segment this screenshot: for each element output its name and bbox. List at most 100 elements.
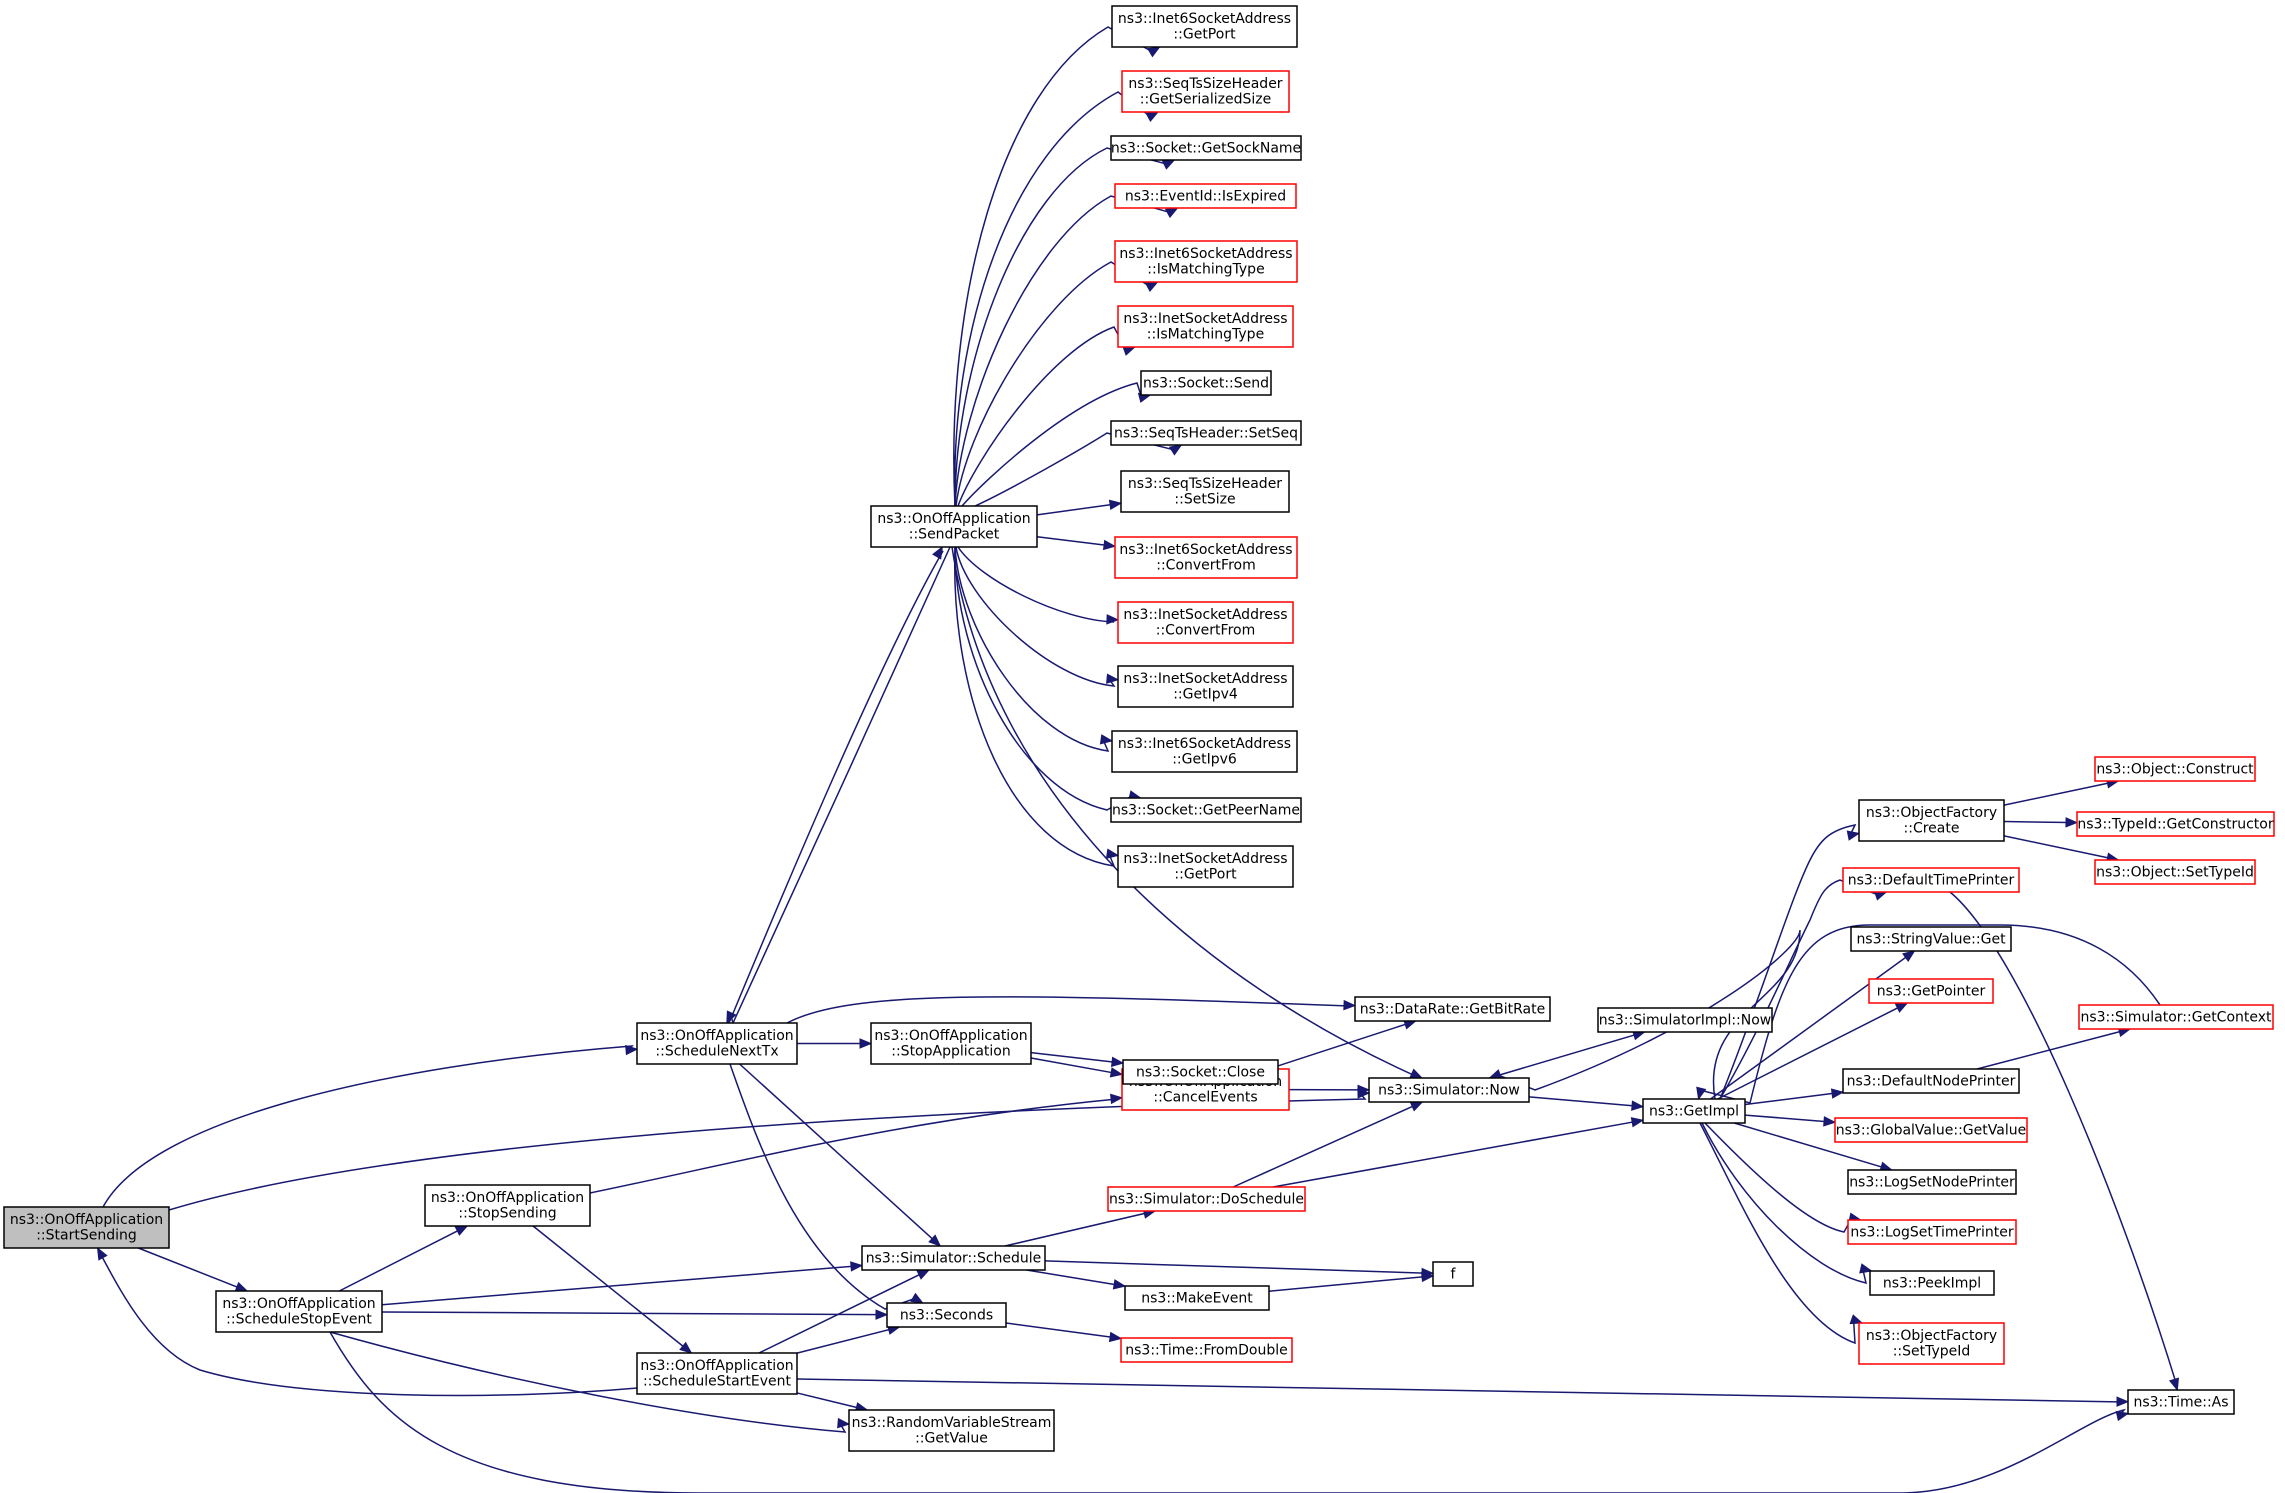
node-getipv6[interactable]: ns3::Inet6SocketAddress::GetIpv6 (1111, 730, 1298, 773)
node-box[interactable] (1847, 1219, 2017, 1245)
node-getconstructor[interactable]: ns3::TypeId::GetConstructor (2076, 811, 2275, 837)
node-simdoschedule[interactable]: ns3::Simulator::DoSchedule (1107, 1186, 1306, 1212)
node-box[interactable] (1834, 1117, 2028, 1143)
node-box[interactable] (1140, 370, 1272, 396)
node-i6convert[interactable]: ns3::Inet6SocketAddress::ConvertFrom (1114, 536, 1298, 579)
node-setsize[interactable]: ns3::SeqTsSizeHeader::SetSize (1120, 470, 1290, 513)
node-box[interactable] (2094, 756, 2256, 782)
node-box[interactable] (1110, 797, 1302, 823)
node-box[interactable] (1107, 1186, 1306, 1212)
node-i6getport[interactable]: ns3::Inet6SocketAddress::GetPort (1111, 5, 1298, 48)
node-simnow[interactable]: ns3::Simulator::Now (1368, 1077, 1530, 1103)
node-globalvalueget[interactable]: ns3::GlobalValue::GetValue (1834, 1117, 2028, 1143)
node-isexpired[interactable]: ns3::EventId::IsExpired (1114, 183, 1297, 209)
node-i6ismatching[interactable]: ns3::Inet6SocketAddress::IsMatchingType (1114, 240, 1298, 283)
node-box[interactable] (1354, 996, 1551, 1022)
node-box[interactable] (848, 1409, 1055, 1452)
node-box[interactable] (1117, 305, 1294, 348)
node-objsettypeid[interactable]: ns3::Object::SetTypeId (2094, 859, 2256, 885)
node-box[interactable] (2078, 1004, 2274, 1030)
node-box[interactable] (1869, 1270, 1995, 1296)
node-simschedule[interactable]: ns3::Simulator::Schedule (861, 1245, 1046, 1271)
node-box[interactable] (2094, 859, 2256, 885)
node-i4convert[interactable]: ns3::InetSocketAddress::ConvertFrom (1117, 601, 1294, 644)
node-getipv4[interactable]: ns3::InetSocketAddress::GetIpv4 (1117, 665, 1294, 708)
node-box[interactable] (1114, 240, 1298, 283)
node-schedulestartevent[interactable]: ns3::OnOffApplication::ScheduleStartEven… (636, 1352, 798, 1395)
node-box[interactable] (1847, 1169, 2017, 1195)
node-box[interactable] (1124, 1285, 1270, 1311)
node-box[interactable] (2127, 1389, 2235, 1415)
node-rvsgetvalue[interactable]: ns3::RandomVariableStream::GetValue (848, 1409, 1055, 1452)
node-f[interactable]: f (1432, 1261, 1474, 1287)
node-label-line: ::GetValue (915, 1431, 988, 1447)
node-i4getport[interactable]: ns3::InetSocketAddress::GetPort (1117, 845, 1294, 888)
node-sendpacket[interactable]: ns3::OnOffApplication::SendPacket (870, 505, 1038, 548)
node-box[interactable] (424, 1184, 591, 1227)
node-socketclose[interactable]: ns3::Socket::Close (1122, 1059, 1279, 1085)
node-getcontext[interactable]: ns3::Simulator::GetContext (2078, 1004, 2274, 1030)
node-box[interactable] (1368, 1077, 1530, 1103)
node-box[interactable] (1868, 978, 1994, 1004)
node-stringvalueget[interactable]: ns3::StringValue::Get (1850, 926, 2012, 952)
node-defaultnodeprinter[interactable]: ns3::DefaultNodePrinter (1842, 1068, 2020, 1094)
node-box[interactable] (1858, 799, 2005, 842)
node-box[interactable] (1114, 536, 1298, 579)
node-box[interactable] (215, 1290, 383, 1333)
node-makeevent[interactable]: ns3::MakeEvent (1124, 1285, 1270, 1311)
node-box[interactable] (1122, 1059, 1279, 1085)
node-box[interactable] (1111, 5, 1298, 48)
node-box[interactable] (886, 1302, 1007, 1328)
node-schedulestopevent[interactable]: ns3::OnOffApplication::ScheduleStopEvent (215, 1290, 383, 1333)
node-objconstruct[interactable]: ns3::Object::Construct (2094, 756, 2256, 782)
node-box[interactable] (1642, 1098, 1746, 1124)
node-peekimpl[interactable]: ns3::PeekImpl (1869, 1270, 1995, 1296)
node-getbitrate[interactable]: ns3::DataRate::GetBitRate (1354, 996, 1551, 1022)
node-box[interactable] (1110, 420, 1302, 446)
node-box[interactable] (1120, 470, 1290, 513)
node-box[interactable] (1842, 867, 2020, 893)
node-stopapplication[interactable]: ns3::OnOffApplication::StopApplication (870, 1022, 1032, 1065)
node-stopsending[interactable]: ns3::OnOffApplication::StopSending (424, 1184, 591, 1227)
node-box[interactable] (636, 1352, 798, 1395)
arrowhead (1144, 281, 1159, 293)
node-getpeername[interactable]: ns3::Socket::GetPeerName (1110, 797, 1302, 823)
node-socketsend[interactable]: ns3::Socket::Send (1140, 370, 1272, 396)
node-box[interactable] (1120, 1337, 1293, 1363)
node-box[interactable] (1117, 845, 1294, 888)
node-startsending[interactable]: ns3::OnOffApplication::StartSending (3, 1206, 170, 1249)
node-logsettimeprinter[interactable]: ns3::LogSetTimePrinter (1847, 1219, 2017, 1245)
node-box[interactable] (1114, 183, 1297, 209)
node-box[interactable] (636, 1022, 798, 1065)
node-fromdouble[interactable]: ns3::Time::FromDouble (1120, 1337, 1293, 1363)
node-box[interactable] (1117, 665, 1294, 708)
node-box[interactable] (1110, 135, 1302, 161)
node-defaulttimeprinter[interactable]: ns3::DefaultTimePrinter (1842, 867, 2020, 893)
node-box[interactable] (3, 1206, 170, 1249)
node-seconds[interactable]: ns3::Seconds (886, 1302, 1007, 1328)
node-timeas[interactable]: ns3::Time::As (2127, 1389, 2235, 1415)
node-box[interactable] (870, 1022, 1032, 1065)
node-ofcreate[interactable]: ns3::ObjectFactory::Create (1858, 799, 2005, 842)
node-setseq[interactable]: ns3::SeqTsHeader::SetSeq (1110, 420, 1302, 446)
node-box[interactable] (1432, 1261, 1474, 1287)
node-box[interactable] (1850, 926, 2012, 952)
node-box[interactable] (1597, 1007, 1773, 1033)
node-getimpl[interactable]: ns3::GetImpl (1642, 1098, 1746, 1124)
node-getsockname[interactable]: ns3::Socket::GetSockName (1110, 135, 1302, 161)
node-schedulenexttx[interactable]: ns3::OnOffApplication::ScheduleNextTx (636, 1022, 798, 1065)
node-box[interactable] (1858, 1322, 2005, 1365)
node-box[interactable] (861, 1245, 1046, 1271)
node-logsetnodeprinter[interactable]: ns3::LogSetNodePrinter (1847, 1169, 2017, 1195)
node-box[interactable] (870, 505, 1038, 548)
node-box[interactable] (1121, 70, 1290, 113)
node-seqtsgetsersize[interactable]: ns3::SeqTsSizeHeader::GetSerializedSize (1121, 70, 1290, 113)
node-i4ismatching[interactable]: ns3::InetSocketAddress::IsMatchingType (1117, 305, 1294, 348)
node-box[interactable] (1117, 601, 1294, 644)
node-box[interactable] (1842, 1068, 2020, 1094)
node-getpointer[interactable]: ns3::GetPointer (1868, 978, 1994, 1004)
node-box[interactable] (2076, 811, 2275, 837)
node-ofsettypeid[interactable]: ns3::ObjectFactory::SetTypeId (1858, 1322, 2005, 1365)
node-box[interactable] (1111, 730, 1298, 773)
node-simimplnow[interactable]: ns3::SimulatorImpl::Now (1597, 1007, 1773, 1033)
